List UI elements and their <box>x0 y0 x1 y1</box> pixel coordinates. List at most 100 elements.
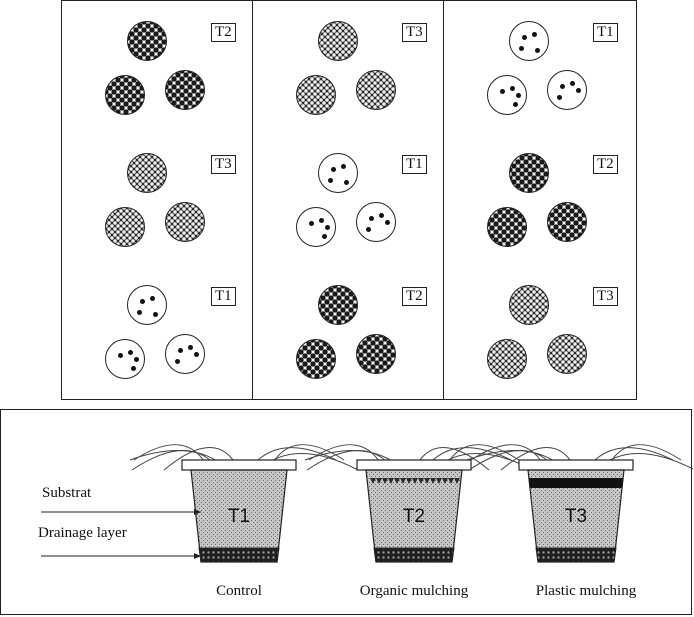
treatment-label: T2 <box>211 23 236 42</box>
plant-dot <box>560 84 565 89</box>
plant-dot <box>178 348 183 353</box>
pot-t1 <box>127 285 167 325</box>
pot-t1 <box>509 21 549 61</box>
plant-dot <box>510 86 515 91</box>
treatment-label: T1 <box>402 155 427 174</box>
pot-label: T1 <box>228 506 250 527</box>
pot-t3 <box>487 339 527 379</box>
pot-t2 <box>127 21 167 61</box>
pot-t2 <box>547 202 587 242</box>
pot-t1 <box>318 153 358 193</box>
plant-dot <box>137 310 142 315</box>
plant-dot <box>150 296 155 301</box>
plant-dot <box>140 299 145 304</box>
plant-dot <box>366 227 371 232</box>
pot-t1 <box>105 339 145 379</box>
pot-t2 <box>296 339 336 379</box>
plant-dot <box>153 312 158 317</box>
plant-dot <box>379 213 384 218</box>
plant-dot <box>344 180 349 185</box>
treatment-group: T3 <box>444 271 634 399</box>
plant-dot <box>369 216 374 221</box>
treatment-label: T3 <box>402 23 427 42</box>
plant-dot <box>576 88 581 93</box>
plant-dot <box>131 366 136 371</box>
pot-cross-section-panel: T1 T2 T3 Substrat Drainage layer Control O… <box>0 409 693 615</box>
plot-layout-panel: T2 T3 T1 T3 T1 T2 T1 T2 T3 <box>61 0 637 400</box>
treatment-group: T2 <box>253 271 443 399</box>
treatment-group: T1 <box>62 271 252 399</box>
control-caption: Control <box>216 583 262 599</box>
pot-t2 <box>509 153 549 193</box>
pot-t3 <box>296 75 336 115</box>
pot-t2 <box>487 207 527 247</box>
plant-dot <box>513 102 518 107</box>
layout-column-2: T3 T1 T2 <box>252 1 443 399</box>
layout-column-3: T1 T2 T3 <box>443 1 634 399</box>
pot-t3: T3 <box>518 459 634 563</box>
plant-dot <box>325 225 330 230</box>
pot-t1 <box>296 207 336 247</box>
pot-t1 <box>547 70 587 110</box>
plant-dot <box>535 48 540 53</box>
organic-mulching-caption: Organic mulching <box>359 583 469 599</box>
substrat-label: Substrat <box>42 485 92 501</box>
pot-t2 <box>318 285 358 325</box>
treatment-label: T2 <box>402 287 427 306</box>
pot-t2: T2 <box>356 459 472 563</box>
plant-dot <box>385 220 390 225</box>
drainage-layer-label: Drainage layer <box>38 525 127 541</box>
plant-dot <box>532 32 537 37</box>
treatment-group: T2 <box>62 7 252 135</box>
pot-t3 <box>127 153 167 193</box>
pot-t3 <box>547 334 587 374</box>
plant-dot <box>341 164 346 169</box>
treatment-label: T2 <box>593 155 618 174</box>
pot-label: T2 <box>403 506 425 527</box>
plant-dot <box>557 95 562 100</box>
plant-dot <box>570 81 575 86</box>
plant-dot <box>309 221 314 226</box>
pot-t1 <box>356 202 396 242</box>
pot-label: T3 <box>565 506 587 527</box>
treatment-label: T3 <box>211 155 236 174</box>
pot-t2 <box>105 75 145 115</box>
treatment-group: T3 <box>253 7 443 135</box>
plant-dot <box>128 350 133 355</box>
pot-t3 <box>509 285 549 325</box>
pot-t2 <box>165 70 205 110</box>
plant-dot <box>322 234 327 239</box>
plant-dot <box>175 359 180 364</box>
plant-dot <box>328 178 333 183</box>
pot-t3 <box>318 21 358 61</box>
treatment-group: T1 <box>444 7 634 135</box>
plant-dot <box>500 89 505 94</box>
treatment-label: T1 <box>211 287 236 306</box>
plastic-mulching-caption: Plastic mulching <box>535 583 637 599</box>
treatment-label: T3 <box>593 287 618 306</box>
plant-dot <box>194 352 199 357</box>
pot-t1 <box>487 75 527 115</box>
plant-dot <box>319 218 324 223</box>
layout-column-1: T2 T3 T1 <box>62 1 252 399</box>
pot-t1: T1 <box>181 459 297 563</box>
pot-t3 <box>105 207 145 247</box>
side-arrows <box>41 509 201 559</box>
treatment-group: T3 <box>62 139 252 267</box>
plant-dot <box>188 345 193 350</box>
treatment-label: T1 <box>593 23 618 42</box>
pot-t3 <box>356 70 396 110</box>
plant-dot <box>519 46 524 51</box>
plant-dot <box>331 167 336 172</box>
plant-dot <box>522 35 527 40</box>
pot-t2 <box>356 334 396 374</box>
treatment-group: T2 <box>444 139 634 267</box>
treatment-group: T1 <box>253 139 443 267</box>
plant-dot <box>118 353 123 358</box>
pots: T1 T2 T3 <box>181 459 634 563</box>
plant-dot <box>516 93 521 98</box>
pot-t1 <box>165 334 205 374</box>
plant-dot <box>134 357 139 362</box>
pot-t3 <box>165 202 205 242</box>
